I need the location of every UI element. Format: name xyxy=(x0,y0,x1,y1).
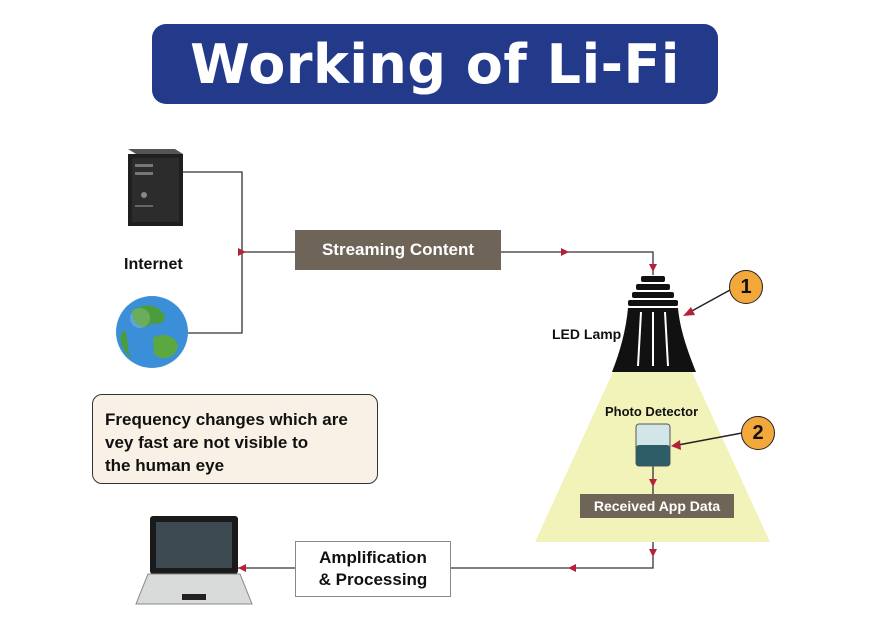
internet-label: Internet xyxy=(124,256,183,273)
amplification-label-line-1: Amplification xyxy=(319,548,427,567)
photo-detector-label: Photo Detector xyxy=(605,404,699,419)
note-line-3: the human eye xyxy=(105,456,225,475)
amplification-label-line-2: & Processing xyxy=(318,570,428,589)
photo-detector-icon xyxy=(635,423,671,467)
streaming-content-box: Streaming Content xyxy=(295,230,501,270)
streaming-content-label: Streaming Content xyxy=(321,240,475,259)
received-data-label: Received App Data xyxy=(593,498,721,514)
title-banner: Working of Li-Fi xyxy=(152,24,718,104)
page-title: Working of Li-Fi xyxy=(190,32,680,96)
received-data-box: Received App Data xyxy=(580,494,734,518)
server-tower-icon xyxy=(128,149,183,226)
arrowheads xyxy=(238,248,657,572)
note-line-1: Frequency changes which are xyxy=(105,410,348,429)
badge-2: 2 xyxy=(741,416,775,450)
amplification-box: Amplification & Processing xyxy=(295,541,451,597)
badge-1: 1 xyxy=(729,270,763,304)
laptop-icon xyxy=(135,516,253,605)
frequency-note: Frequency changes which are vey fast are… xyxy=(92,394,378,484)
led-lamp-label: LED Lamp xyxy=(552,326,622,342)
pointer-arrows xyxy=(671,289,743,450)
led-lamp-icon xyxy=(612,276,696,372)
globe-icon xyxy=(116,296,188,368)
note-line-2: vey fast are not visible to xyxy=(105,433,309,452)
